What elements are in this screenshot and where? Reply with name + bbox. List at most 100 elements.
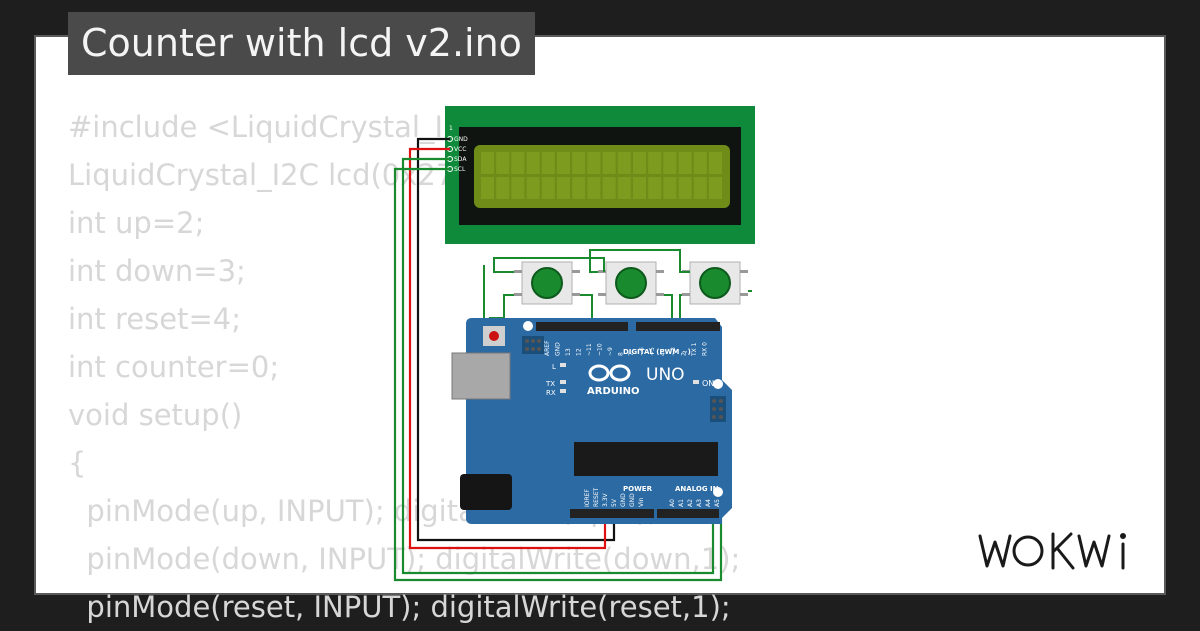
microcontroller-chip (574, 442, 718, 476)
pin-label: ~6 (639, 347, 646, 356)
power-header-label: POWER (623, 485, 653, 493)
code-line: pinMode(reset, INPUT); digitalWrite(rese… (68, 590, 731, 624)
lcd-char-cell (678, 152, 692, 174)
lcd-char-cell (511, 152, 525, 174)
analog-header-label: ANALOG IN (675, 485, 719, 493)
pin-label: A4 (705, 499, 712, 507)
code-area: #include <LiquidCrystal_I2C.h>LiquidCrys… (34, 35, 1166, 624)
power-jack (460, 474, 512, 510)
code-line: void setup() (68, 398, 243, 432)
lcd-char-cell (511, 177, 525, 199)
lcd-char-cell (572, 152, 586, 174)
push-button-reset[interactable] (682, 261, 748, 305)
lcd-char-cell (526, 177, 540, 199)
pin-label: RESET (593, 487, 600, 507)
lcd-character-grid (481, 152, 722, 199)
lcd-wires (393, 137, 723, 582)
lcd-char-cell (587, 177, 601, 199)
lcd-char-cell (587, 152, 601, 174)
pin-label: A3 (696, 499, 703, 507)
pin-label: 8 (618, 352, 625, 356)
lcd-char-cell (602, 152, 616, 174)
lcd-char-cell (602, 177, 616, 199)
pin-label: Vin (638, 497, 645, 507)
pin-label: A0 (669, 499, 676, 507)
lcd-char-cell (541, 152, 555, 174)
led-label-tx: TX (545, 380, 555, 388)
on-led-label: ON (702, 379, 714, 388)
lcd-char-cell (648, 152, 662, 174)
lcd-pin-label-gnd: GND (454, 136, 468, 143)
push-button-up[interactable] (514, 261, 580, 305)
board-brand-label: ARDUINO (587, 386, 639, 397)
code-line: int reset=4; (68, 302, 241, 336)
lcd-char-cell (496, 177, 510, 199)
lcd-char-cell (481, 177, 494, 199)
digital-header-label: DIGITAL (PWM ~) (623, 348, 691, 356)
pin-label: 2 (681, 352, 688, 356)
arduino-logo-icon (588, 364, 631, 382)
board-model-label: UNO (646, 365, 685, 385)
lcd-pin-label-scl: SCL (454, 166, 466, 173)
pin-label: ~10 (597, 343, 604, 356)
pin-label: A1 (678, 499, 685, 507)
project-title: Counter with lcd v2.ino (68, 12, 535, 75)
lcd-char-cell (633, 152, 646, 174)
led-label-l: L (552, 363, 556, 371)
lcd-char-cell (663, 177, 677, 199)
pin-label: GND (555, 342, 562, 356)
pin-label: IOREF (584, 489, 591, 507)
lcd-char-cell (557, 152, 570, 174)
code-line: { (68, 446, 87, 480)
code-line: int up=2; (68, 206, 205, 240)
code-listing: #include <LiquidCrystal_I2C.h>LiquidCrys… (68, 103, 740, 631)
pin-label: ~11 (586, 343, 593, 356)
wokwi-logo (978, 532, 1126, 570)
pin-label: ~3 (670, 347, 677, 356)
lcd-char-cell (496, 152, 510, 174)
lcd-char-cell (617, 177, 631, 199)
usb-port (451, 352, 511, 400)
lcd-char-cell (541, 177, 555, 199)
pin-label: ~9 (607, 347, 614, 356)
pin-label: 5V (611, 498, 618, 507)
pin-label: A5 (714, 499, 721, 507)
pin-label: 13 (565, 348, 572, 356)
lcd-char-cell (481, 152, 494, 174)
lcd-char-cell (557, 177, 570, 199)
reset-button[interactable] (489, 331, 499, 341)
lcd-char-cell (617, 152, 631, 174)
lcd-char-cell (648, 177, 662, 199)
pin-label: ~5 (649, 347, 656, 356)
lcd-module[interactable]: 1 GND VCC SDA SCL (445, 106, 755, 244)
lcd-pin-label-sda: SDA (454, 156, 467, 163)
lcd-pin-label-vcc: VCC (454, 146, 466, 153)
pin-label: 7 (628, 352, 635, 356)
pin-label: 12 (576, 348, 583, 356)
pin-label: 4 (660, 352, 667, 356)
lcd-char-cell (663, 152, 677, 174)
lcd-char-cell (572, 177, 586, 199)
lcd-char-cell (678, 177, 692, 199)
pin-label: A2 (687, 499, 694, 507)
push-button-down[interactable] (598, 261, 664, 305)
pin-label: AREF (544, 340, 551, 356)
lcd-char-cell (633, 177, 646, 199)
led-label-rx: RX (546, 389, 556, 397)
pin-label: GND (629, 493, 636, 507)
lcd-char-cell (709, 177, 722, 199)
lcd-char-cell (693, 177, 707, 199)
lcd-char-cell (693, 152, 707, 174)
lcd-char-cell (526, 152, 540, 174)
pin-label: RX 0 (702, 342, 709, 356)
pin-label: TX 1 (691, 342, 698, 357)
lcd-char-cell (709, 152, 722, 174)
arduino-uno-board[interactable]: UNO ARDUINO DIGITAL (PWM ~) POWER ANALOG… (451, 318, 732, 524)
code-line: int counter=0; (68, 350, 280, 384)
lcd-pin-1: 1 (449, 125, 453, 132)
pin-label: GND (620, 493, 627, 507)
